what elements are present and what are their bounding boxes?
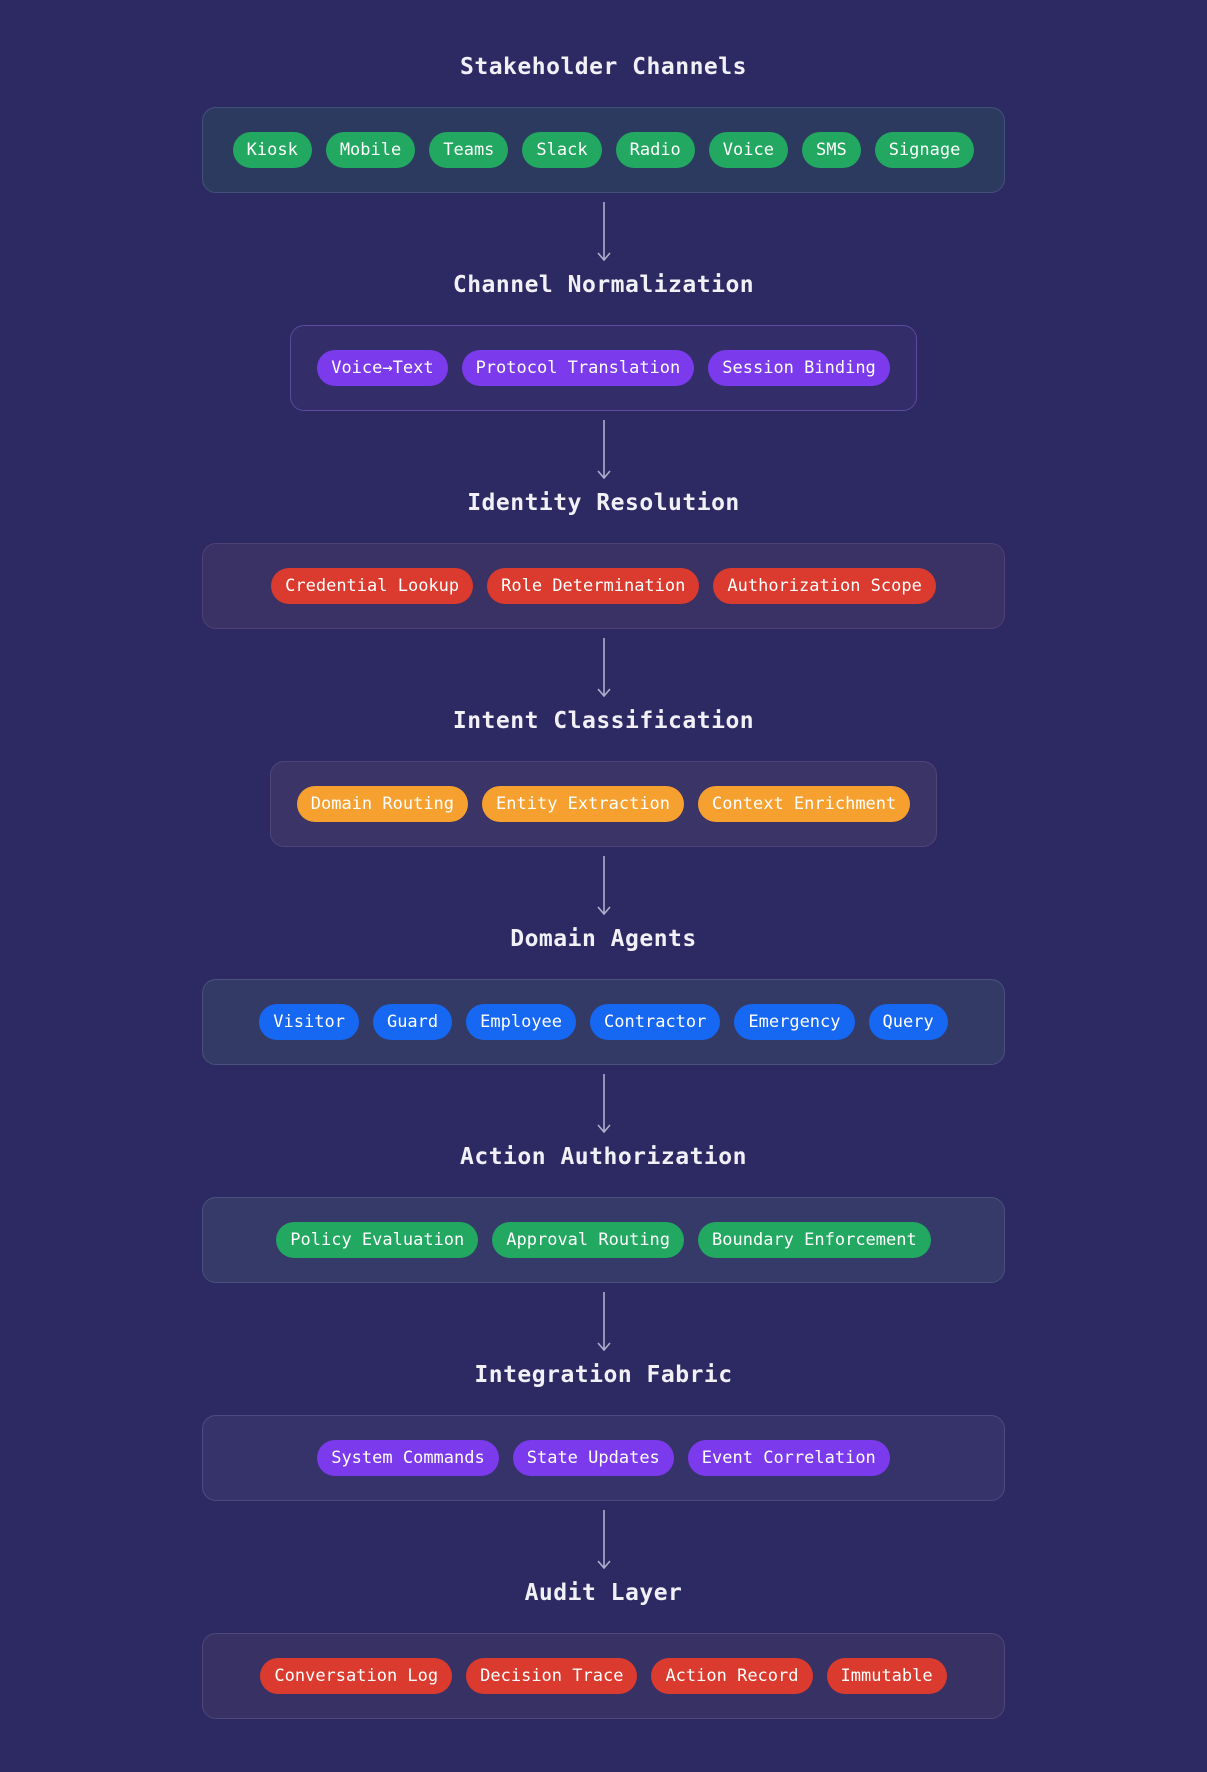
pill: Entity Extraction <box>482 786 685 822</box>
pill: Protocol Translation <box>461 350 695 386</box>
pill: Teams <box>429 132 509 168</box>
flow-arrow-icon <box>596 420 612 480</box>
pill: Decision Trace <box>466 1658 638 1694</box>
pill: Voice→Text <box>317 350 448 386</box>
layer-box-domain-agents: Visitor Guard Employee Contractor Emergency Q… <box>202 979 1005 1065</box>
layer-title-audit-layer: Audit Layer <box>524 1580 683 1606</box>
pill: Event Correlation <box>687 1440 890 1476</box>
pill: Slack <box>522 132 602 168</box>
layer-title-channel-normalization: Channel Normalization <box>452 272 755 298</box>
pill: Role Determination <box>487 568 700 604</box>
pill: Policy Evaluation <box>276 1222 479 1258</box>
layer-box-action-authorization: Policy Evaluation Approval Routing Boundar… <box>202 1197 1005 1283</box>
pill: Approval Routing <box>492 1222 685 1258</box>
layer-box-integration-fabric: System Commands State Updates Event Correl… <box>202 1415 1005 1501</box>
pill: Authorization Scope <box>713 568 936 604</box>
pill: Boundary Enforcement <box>698 1222 931 1258</box>
section-integration-fabric: Integration Fabric System Commands State … <box>202 1362 1005 1501</box>
pill: Emergency <box>734 1004 855 1040</box>
layer-title-domain-agents: Domain Agents <box>510 926 697 952</box>
pill: SMS <box>801 132 861 168</box>
pill: Signage <box>874 132 975 168</box>
layer-box-channel-normalization: Voice→Text Protocol Translation Session Bi… <box>290 325 917 411</box>
pill: Mobile <box>325 132 416 168</box>
section-domain-agents: Domain Agents Visitor Guard Employee Contra… <box>202 926 1005 1065</box>
flow-arrow-icon <box>596 202 612 262</box>
pill: Kiosk <box>232 132 312 168</box>
pill: Radio <box>615 132 695 168</box>
pill: Query <box>868 1004 948 1040</box>
layer-box-audit-layer: Conversation Log Decision Trace Action Rec… <box>202 1633 1005 1719</box>
pill: State Updates <box>512 1440 674 1476</box>
pill: Visitor <box>259 1004 359 1040</box>
layer-box-intent-classification: Domain Routing Entity Extraction Context E… <box>269 761 938 847</box>
layer-title-integration-fabric: Integration Fabric <box>474 1362 733 1388</box>
layer-title-action-authorization: Action Authorization <box>460 1144 747 1170</box>
section-audit-layer: Audit Layer Conversation Log Decision Tra… <box>202 1580 1005 1719</box>
pill: Session Binding <box>708 350 890 386</box>
layer-box-stakeholder-channels: Kiosk Mobile Teams Slack Radio Voice SMS Signag… <box>202 107 1005 193</box>
layer-title-identity-resolution: Identity Resolution <box>467 490 740 516</box>
section-identity-resolution: Identity Resolution Credential Lookup Rol… <box>202 490 1005 629</box>
pill: Voice <box>708 132 788 168</box>
flow-arrow-icon <box>596 1510 612 1570</box>
flow-arrow-icon <box>596 1292 612 1352</box>
pill: Action Record <box>651 1658 813 1694</box>
layer-title-intent-classification: Intent Classification <box>452 708 755 734</box>
flow-diagram: Stakeholder Channels Kiosk Mobile Teams Sla… <box>202 54 1005 1719</box>
pill: System Commands <box>317 1440 499 1476</box>
section-action-authorization: Action Authorization Policy Evaluation Ap… <box>202 1144 1005 1283</box>
pill: Contractor <box>590 1004 721 1040</box>
layer-box-identity-resolution: Credential Lookup Role Determination Autho… <box>202 543 1005 629</box>
pill: Domain Routing <box>296 786 469 822</box>
pill: Credential Lookup <box>271 568 474 604</box>
pill: Conversation Log <box>260 1658 453 1694</box>
pill: Immutable <box>826 1658 947 1694</box>
section-stakeholder-channels: Stakeholder Channels Kiosk Mobile Teams Sla… <box>202 54 1005 193</box>
flow-arrow-icon <box>596 856 612 916</box>
section-channel-normalization: Channel Normalization Voice→Text Protocol… <box>290 272 917 411</box>
layer-title-stakeholder-channels: Stakeholder Channels <box>460 54 747 80</box>
flow-arrow-icon <box>596 638 612 698</box>
pill: Guard <box>372 1004 453 1040</box>
pill: Context Enrichment <box>698 786 911 822</box>
section-intent-classification: Intent Classification Domain Routing Enti… <box>269 708 938 847</box>
flow-arrow-icon <box>596 1074 612 1134</box>
pill: Employee <box>466 1004 577 1040</box>
